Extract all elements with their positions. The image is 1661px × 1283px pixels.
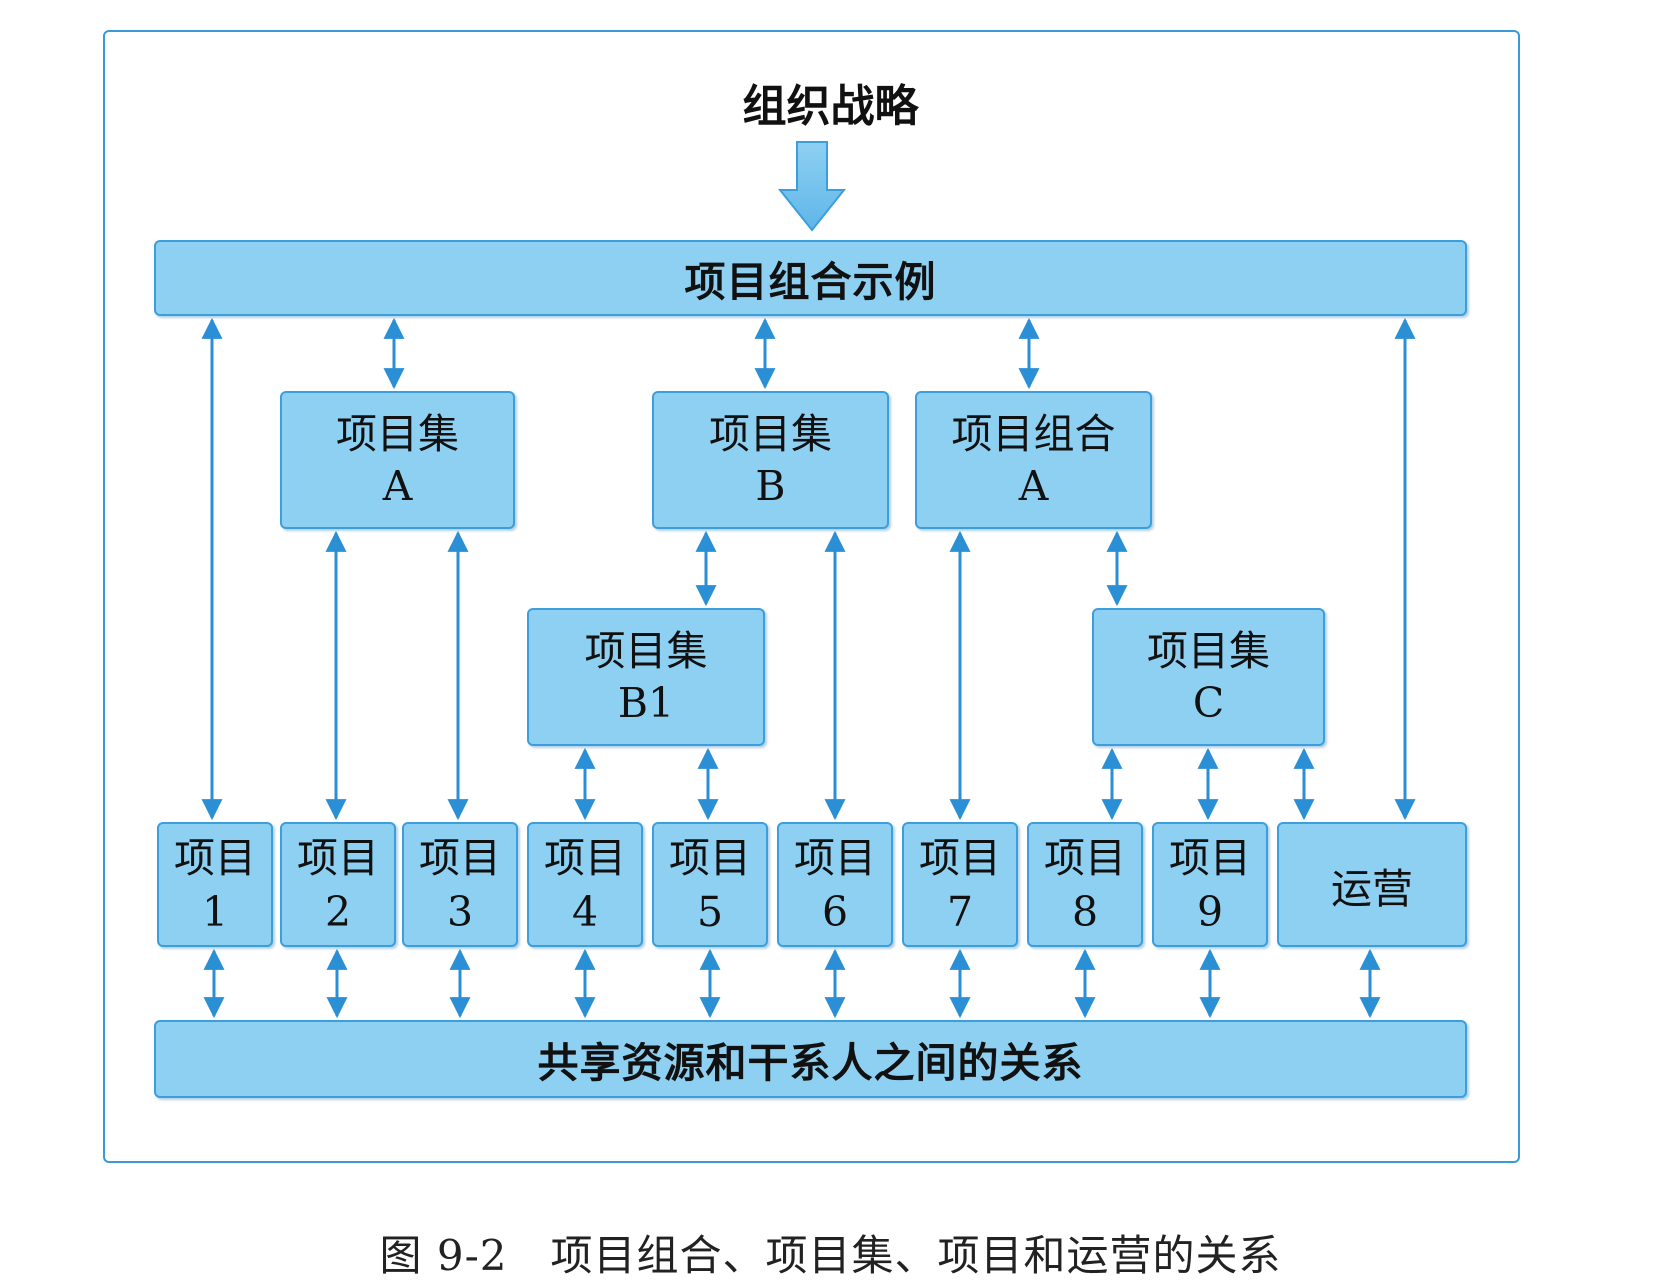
project-title: 项目 <box>419 833 501 882</box>
portfolio-bar-label: 项目组合示例 <box>684 258 937 306</box>
program-b1-box: 项目集 B1 <box>527 608 765 746</box>
strategy-label: 组织战略 <box>742 81 919 132</box>
project-title: 项目 <box>794 833 876 882</box>
program-a-title: 项目集 <box>336 410 459 458</box>
project-box: 项目 2 <box>280 822 396 947</box>
shared-resources-label: 共享资源和干系人之间的关系 <box>537 1039 1084 1087</box>
project-title: 项目 <box>544 833 626 882</box>
program-c-sub: C <box>1192 679 1225 727</box>
program-a-box: 项目集 A <box>280 391 515 529</box>
project-number: 5 <box>696 887 724 936</box>
project-box: 项目 6 <box>777 822 893 947</box>
project-title: 项目 <box>669 833 751 882</box>
project-box: 项目 3 <box>402 822 518 947</box>
program-b-title: 项目集 <box>709 410 832 458</box>
project-box: 项目 4 <box>527 822 643 947</box>
portfolio-a-box: 项目组合 A <box>915 391 1152 529</box>
project-number: 8 <box>1071 887 1099 936</box>
project-box: 项目 7 <box>902 822 1018 947</box>
program-c-title: 项目集 <box>1147 627 1270 675</box>
program-b-sub: B <box>755 462 786 510</box>
strategy-arrow <box>777 141 847 232</box>
project-number: 1 <box>201 887 229 936</box>
project-box: 项目 9 <box>1152 822 1268 947</box>
project-title: 项目 <box>1169 833 1251 882</box>
operations-box: 运营 <box>1277 822 1467 947</box>
shared-resources-bar: 共享资源和干系人之间的关系 <box>154 1020 1467 1098</box>
project-number: 7 <box>946 887 974 936</box>
portfolio-a-sub: A <box>1018 462 1049 510</box>
program-a-sub: A <box>382 462 413 510</box>
program-b1-sub: B1 <box>617 679 675 727</box>
project-box: 项目 1 <box>157 822 273 947</box>
project-number: 9 <box>1196 887 1224 936</box>
diagram-frame <box>103 30 1520 1163</box>
project-box: 项目 5 <box>652 822 768 947</box>
figure-caption: 图 9-2 项目组合、项目集、项目和运营的关系 <box>379 1231 1282 1280</box>
project-number: 4 <box>571 887 599 936</box>
project-number: 2 <box>324 887 352 936</box>
program-b1-title: 项目集 <box>584 627 708 675</box>
portfolio-a-title: 项目组合 <box>951 410 1116 458</box>
project-title: 项目 <box>297 833 379 882</box>
project-title: 项目 <box>919 833 1001 882</box>
portfolio-bar: 项目组合示例 <box>154 240 1467 316</box>
project-number: 6 <box>821 887 849 936</box>
operations-label: 运营 <box>1331 864 1413 913</box>
project-number: 3 <box>446 887 474 936</box>
project-title: 项目 <box>1044 833 1126 882</box>
program-c-box: 项目集 C <box>1092 608 1325 746</box>
program-b-box: 项目集 B <box>652 391 889 529</box>
project-box: 项目 8 <box>1027 822 1143 947</box>
project-title: 项目 <box>174 833 256 882</box>
